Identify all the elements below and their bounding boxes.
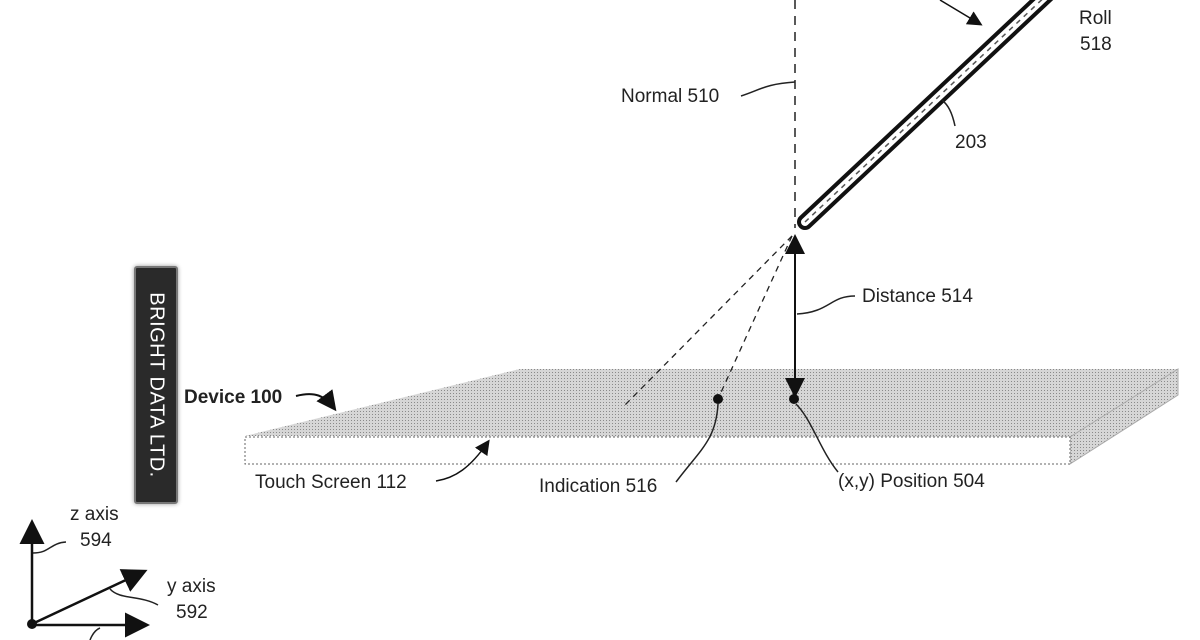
indication-leader — [675, 403, 719, 483]
device-label: Device 100 — [184, 387, 283, 408]
normal-leader — [740, 81, 796, 97]
watermark: BRIGHT DATA LTD. — [134, 266, 178, 504]
device-arrow — [295, 389, 337, 412]
stylus-leader — [941, 99, 956, 127]
z-axis-number: 594 — [80, 530, 112, 551]
position-label: (x,y) Position 504 — [838, 471, 985, 492]
axes — [19, 519, 159, 640]
indication-label: Indication 516 — [539, 476, 658, 497]
distance-label: Distance 514 — [862, 286, 973, 307]
indication-dot — [713, 394, 723, 404]
roll-number: 518 — [1080, 34, 1112, 55]
distance-leader — [796, 295, 856, 315]
touch-device — [244, 368, 1179, 465]
screen-front-face — [244, 436, 1071, 465]
screen-top-face — [245, 369, 1178, 437]
stylus — [797, 0, 1054, 230]
stylus-label: 203 — [955, 132, 987, 153]
touch-screen-label: Touch Screen 112 — [255, 472, 407, 493]
touch-screen-arrow — [435, 439, 490, 482]
y-axis-number: 592 — [176, 602, 208, 623]
watermark-text: BRIGHT DATA LTD. — [145, 292, 168, 478]
indication-line — [717, 235, 793, 400]
position-leader — [795, 403, 839, 473]
normal-label: Normal 510 — [621, 86, 720, 107]
y-axis-label: y axis — [167, 576, 216, 597]
roll-arrow — [939, 0, 983, 26]
position-dot — [789, 394, 799, 404]
z-axis-label: z axis — [70, 504, 119, 525]
roll-label: Roll — [1079, 8, 1112, 29]
y-axis-arrow — [31, 569, 148, 626]
